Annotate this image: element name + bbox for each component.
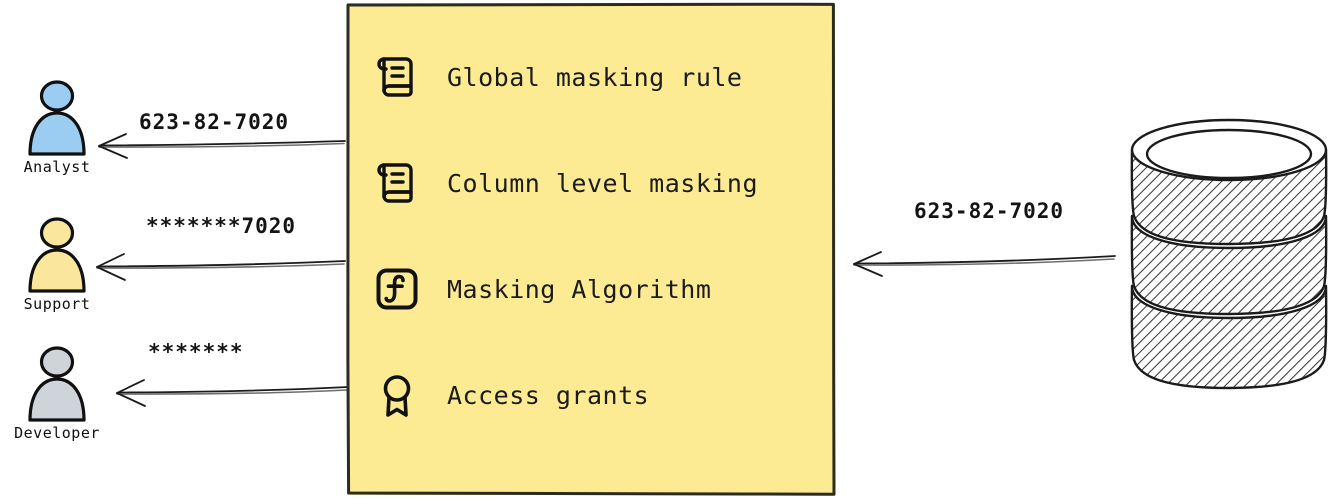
scroll-icon [377,57,413,97]
award-ribbon-icon [383,375,411,417]
person-icon [28,80,86,156]
policy-box: Global masking rule Column level masking [346,2,836,496]
policy-box-fill [347,3,835,495]
scroll-icon [377,163,413,203]
policy-item-masking-algorithm[interactable]: Masking Algorithm [373,261,835,317]
policy-item-access-grants[interactable]: Access grants [373,367,835,423]
database-cylinder-icon [1130,118,1328,390]
actor-label: Support [23,295,91,313]
policy-item-label: Access grants [447,380,650,410]
actor-label: Developer [14,424,100,442]
person-icon [28,217,86,293]
policy-item-list: Global masking rule Column level masking [347,3,835,495]
policy-item-column-level-masking[interactable]: Column level masking [373,155,835,211]
arrow-label-support: *******7020 [146,214,297,238]
arrow-label-database: 623-82-7020 [914,199,1065,223]
arrow-analyst [98,133,346,159]
function-box-icon [376,268,418,310]
actor-label: Analyst [23,158,91,176]
database-node[interactable] [1118,116,1340,398]
policy-item-label: Masking Algorithm [447,274,712,304]
actor-developer[interactable]: Developer [2,344,112,442]
policy-item-label: Global masking rule [447,62,743,92]
arrow-database-to-policy [853,251,1116,277]
actor-support[interactable]: Support [2,215,112,313]
arrow-label-analyst: 623-82-7020 [139,110,290,134]
person-icon [28,346,86,422]
policy-box-border [346,2,836,496]
arrow-support [96,253,346,281]
policy-item-global-masking-rule[interactable]: Global masking rule [373,49,835,105]
policy-item-label: Column level masking [447,168,759,198]
arrow-label-developer: ******* [148,340,244,364]
arrow-developer [116,379,349,407]
actor-analyst[interactable]: Analyst [2,78,112,176]
